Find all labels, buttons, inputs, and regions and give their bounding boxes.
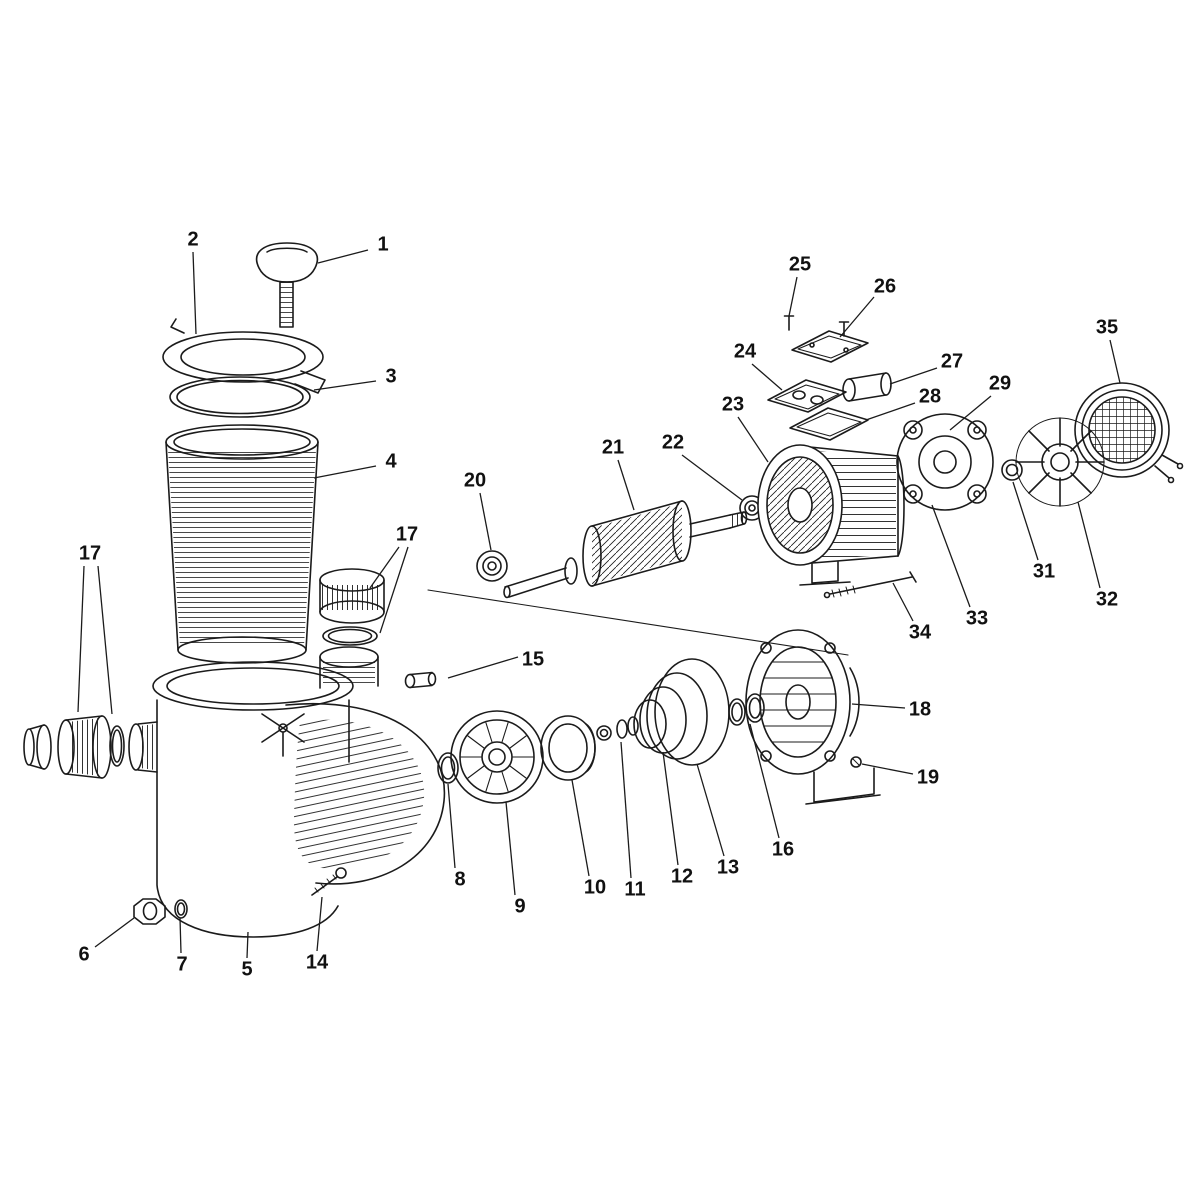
assembly-guide-line <box>427 589 849 656</box>
terminal-cover-part-26 <box>791 330 869 363</box>
part-label-18: 18 <box>908 698 932 721</box>
part-label-11: 11 <box>624 878 646 901</box>
rotor-shaft-part-21 <box>503 500 748 599</box>
diffuser-cone-part-12-13 <box>633 658 730 766</box>
lid-ring-part-2 <box>162 318 326 394</box>
part-label-17: 17 <box>78 542 102 565</box>
cover-screws-part-25 <box>783 315 850 337</box>
pump-pot-part-5 <box>152 661 446 938</box>
motor-bolt-part-34 <box>823 571 917 599</box>
seal-plate-part-18 <box>745 629 881 805</box>
part-label-17: 17 <box>395 523 419 546</box>
part-label-35: 35 <box>1095 316 1119 339</box>
strainer-basket-part-4 <box>165 424 319 664</box>
part-label-4: 4 <box>385 450 397 473</box>
part-label-20: 20 <box>463 469 487 492</box>
part-label-23: 23 <box>721 393 745 416</box>
part-label-6: 6 <box>78 943 90 966</box>
part-label-15: 15 <box>521 648 545 671</box>
part-label-28: 28 <box>918 385 942 408</box>
fan-cover-part-35 <box>1074 382 1184 484</box>
part-label-5: 5 <box>241 958 253 981</box>
part-label-34: 34 <box>908 621 932 644</box>
part-label-29: 29 <box>988 372 1012 395</box>
part-label-2: 2 <box>187 228 199 251</box>
part-label-31: 31 <box>1032 560 1056 583</box>
part-label-1: 1 <box>377 233 389 256</box>
part-label-21: 21 <box>601 436 625 459</box>
diffuser-part-9 <box>450 710 544 804</box>
part-label-7: 7 <box>176 953 188 976</box>
part-label-14: 14 <box>305 951 329 974</box>
part-label-8: 8 <box>454 868 466 891</box>
part-label-26: 26 <box>873 275 897 298</box>
part-label-12: 12 <box>670 865 694 888</box>
fan-part-32 <box>1015 417 1105 507</box>
terminal-gasket-part-28 <box>789 407 869 441</box>
outlet-union-part-17 <box>319 568 385 689</box>
drain-plug-part-6 <box>133 898 166 925</box>
bearing-part-20 <box>476 550 508 582</box>
part-label-10: 10 <box>583 876 607 899</box>
terminal-board-part-24 <box>767 379 847 413</box>
part-label-9: 9 <box>514 895 526 918</box>
part-label-22: 22 <box>661 431 685 454</box>
oring-part-8 <box>437 752 459 784</box>
part-label-33: 33 <box>965 607 989 630</box>
rear-bracket-part-29-33 <box>896 413 994 511</box>
shaft-seal-part-11 <box>596 716 639 741</box>
drain-plug-washer-part-7 <box>174 899 188 919</box>
motor-body-part-23 <box>757 444 905 586</box>
bearing-part-31 <box>1001 459 1023 481</box>
lid-knob-part-1 <box>256 242 318 328</box>
part-label-19: 19 <box>916 766 940 789</box>
capacitor-part-27 <box>842 372 892 402</box>
impeller-part-10 <box>540 715 596 781</box>
housing-screw-part-14 <box>311 867 347 896</box>
part-label-16: 16 <box>771 838 795 861</box>
inlet-union-part-17 <box>23 715 158 779</box>
part-label-25: 25 <box>788 253 812 276</box>
part-label-13: 13 <box>716 856 740 879</box>
shaft-pin-part-15 <box>404 671 437 689</box>
part-label-24: 24 <box>733 340 757 363</box>
bracket-screw-part-19 <box>850 756 862 768</box>
part-label-3: 3 <box>385 365 397 388</box>
lid-gasket-part-3 <box>169 376 311 418</box>
part-label-32: 32 <box>1095 588 1119 611</box>
part-label-27: 27 <box>940 350 964 373</box>
